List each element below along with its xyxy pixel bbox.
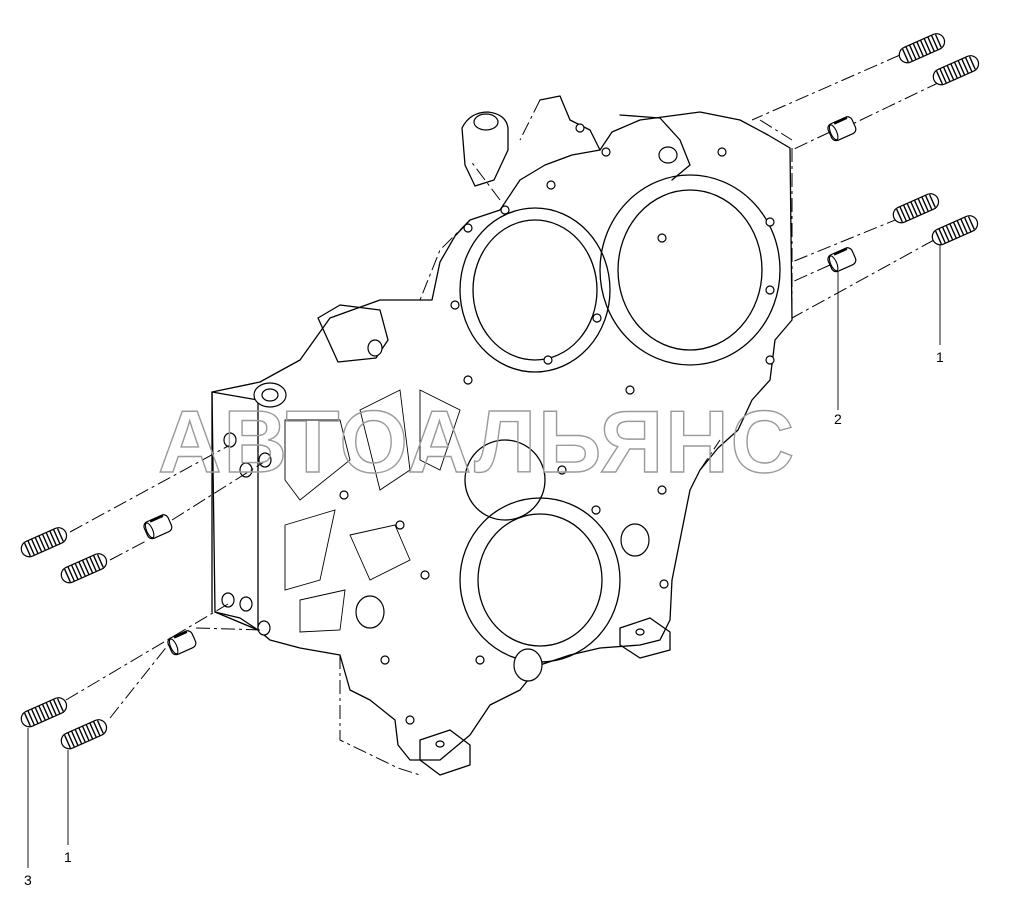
callout-2-right: 2 xyxy=(834,411,842,427)
rib-cutout xyxy=(284,419,351,501)
hidden-outline xyxy=(339,99,793,776)
top-boss-right xyxy=(539,95,691,181)
housing-foot xyxy=(619,617,671,659)
dowel-sleeve-2 xyxy=(165,627,199,658)
left-top-boss xyxy=(317,304,389,363)
stud-1 xyxy=(896,30,948,67)
bolt-hole xyxy=(435,740,445,748)
dowel-bore xyxy=(620,523,650,557)
assembly-leaders xyxy=(65,54,941,719)
rib-cutout xyxy=(284,509,336,591)
bolt-hole xyxy=(221,592,235,608)
dowel-sleeve-2 xyxy=(141,511,175,542)
stud-3 xyxy=(18,524,70,561)
callout-3-bottom: 3 xyxy=(24,872,32,888)
dowel-sleeve-2 xyxy=(825,113,859,144)
bolt-hole xyxy=(239,596,253,612)
dowel-sleeve-2 xyxy=(825,244,859,275)
rib-cutout xyxy=(359,389,411,491)
bolt-hole xyxy=(257,620,271,636)
gear-housing xyxy=(211,95,793,776)
rib-cutout xyxy=(299,589,346,633)
callout-leaders xyxy=(27,245,941,868)
callout-1-right: 1 xyxy=(936,349,944,365)
callout-1-bottom: 1 xyxy=(64,849,72,865)
stud-1 xyxy=(58,550,110,587)
bolt-hole xyxy=(367,339,383,357)
dowel-bore xyxy=(513,648,543,682)
bolt-hole xyxy=(223,432,237,448)
housing-outline xyxy=(211,111,793,761)
bolt-hole xyxy=(635,628,645,636)
housing-foot xyxy=(419,729,471,776)
upper-bore-inner xyxy=(472,219,598,361)
upper-bore-outer xyxy=(459,207,611,373)
right-bore-inner xyxy=(617,189,763,351)
lower-bore-inner xyxy=(477,513,603,647)
watermark-text: АВТОАЛЬЯНС xyxy=(158,392,796,491)
bolt-hole xyxy=(658,146,678,164)
top-port-inner xyxy=(261,388,279,402)
right-bore-outer xyxy=(599,174,781,366)
rib-cutout xyxy=(349,524,411,581)
dowel-bore xyxy=(355,595,385,629)
housing-left-side xyxy=(211,391,259,631)
stud-1 xyxy=(58,716,110,753)
stud-1 xyxy=(930,52,982,89)
stud-1 xyxy=(929,212,981,249)
middle-bore xyxy=(464,439,546,521)
stud-3 xyxy=(18,694,70,731)
top-boss xyxy=(461,111,509,187)
stud-1 xyxy=(890,190,942,227)
rib-cutout xyxy=(419,389,461,471)
lower-bore-outer xyxy=(459,497,621,663)
bolt-holes xyxy=(339,123,775,725)
top-boss-hole xyxy=(473,113,499,131)
